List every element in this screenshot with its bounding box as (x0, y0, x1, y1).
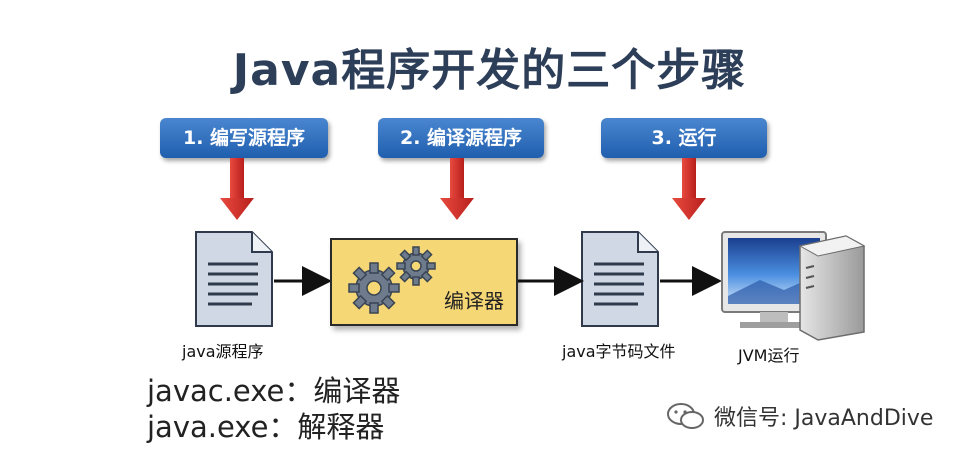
note-java: java.exe：解释器 (147, 410, 385, 444)
jvm-label: JVM运行 (738, 346, 800, 365)
compiler-label: 编译器 (444, 289, 504, 313)
source-file-icon (195, 231, 273, 327)
step-2-down-arrow (440, 158, 474, 220)
watermark: 微信号: JavaAndDive (666, 400, 933, 432)
gears-icon (348, 246, 436, 314)
step-3-down-arrow (672, 158, 706, 220)
step-2-box: 2. 编译源程序 (378, 118, 544, 158)
bytecode-file-icon (581, 231, 659, 327)
step-3-box: 3. 运行 (601, 118, 767, 158)
wechat-icon (667, 403, 704, 429)
source-label: java源程序 (182, 342, 264, 361)
diagram-title: Java程序开发的三个步骤 (232, 45, 747, 96)
bytecode-label: java字节码文件 (562, 342, 676, 361)
step-1-down-arrow (220, 158, 254, 220)
note-javac: javac.exe：编译器 (147, 374, 401, 408)
compiler-box: 编译器 (330, 238, 518, 326)
watermark-text: 微信号: JavaAndDive (714, 406, 934, 431)
step-1-box: 1. 编写源程序 (160, 118, 328, 158)
computer-icon (721, 231, 866, 341)
